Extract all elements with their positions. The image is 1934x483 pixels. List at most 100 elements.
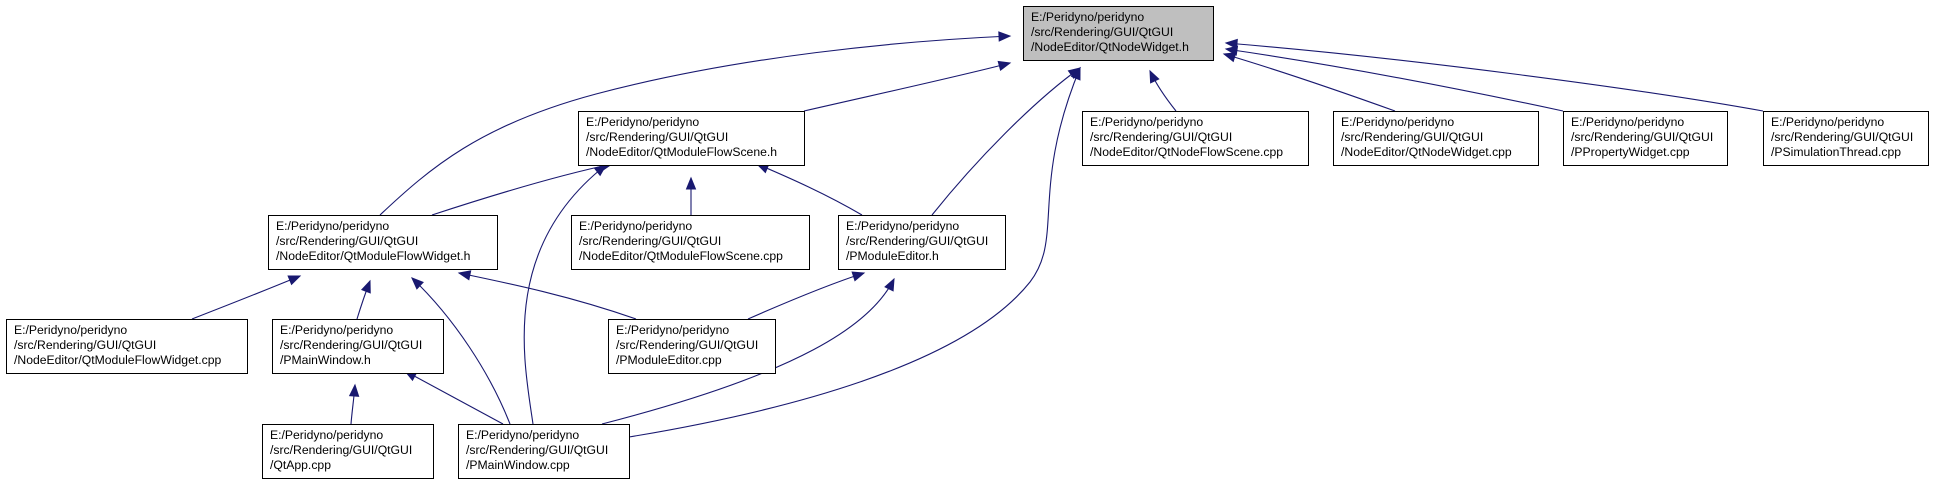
arrowhead [411, 277, 424, 290]
edge-line [1225, 42, 1764, 112]
edge-qtmoduleflowscene_h-to-qtnodewidget_h [803, 60, 1012, 112]
arrowhead [1224, 45, 1239, 56]
arrowhead [1149, 69, 1160, 84]
node-qtmoduleflowscene-cpp[interactable]: E:/Peridyno/peridyno/src/Rendering/GUI/Q… [571, 215, 810, 270]
node-label-line: /QtApp.cpp [270, 458, 331, 472]
node-qtnodewidget-cpp[interactable]: E:/Peridyno/peridyno/src/Rendering/GUI/Q… [1333, 111, 1539, 166]
node-label-line: E:/Peridyno/peridyno [1090, 115, 1203, 129]
node-pmoduleeditor-cpp[interactable]: E:/Peridyno/peridyno/src/Rendering/GUI/Q… [608, 319, 776, 374]
node-qtmoduleflowwidget-h[interactable]: E:/Peridyno/peridyno/src/Rendering/GUI/Q… [268, 215, 498, 270]
node-label-line: /PModuleEditor.h [846, 249, 939, 263]
edge-pmoduleeditor_cpp-to-pmoduleeditor_h [747, 271, 866, 320]
edge-line [404, 370, 504, 425]
node-label-line: E:/Peridyno/peridyno [846, 219, 959, 233]
edge-line [458, 272, 637, 320]
node-qtmoduleflowscene-h[interactable]: E:/Peridyno/peridyno/src/Rendering/GUI/Q… [578, 111, 805, 166]
arrowhead [1070, 66, 1081, 81]
node-label-line: /NodeEditor/QtModuleFlowWidget.cpp [14, 353, 222, 367]
node-label-line: E:/Peridyno/peridyno [616, 323, 729, 337]
node-box [838, 215, 1006, 270]
node-box [571, 215, 810, 270]
node-label-line: /src/Rendering/GUI/QtGUI [1341, 130, 1483, 144]
node-psimulationthread-cpp[interactable]: E:/Peridyno/peridyno/src/Rendering/GUI/Q… [1763, 111, 1929, 166]
node-label-line: /NodeEditor/QtNodeWidget.h [1031, 40, 1189, 54]
node-ppropertywidget-cpp[interactable]: E:/Peridyno/peridyno/src/Rendering/GUI/Q… [1563, 111, 1728, 166]
edge-psimulationthread_cpp-to-qtnodewidget_h [1224, 38, 1764, 112]
node-label-line: /src/Rendering/GUI/QtGUI [270, 443, 412, 457]
node-box [1082, 111, 1309, 166]
node-qtapp-cpp[interactable]: E:/Peridyno/peridyno/src/Rendering/GUI/Q… [262, 424, 434, 479]
edge-qtmoduleflowwidget_h-to-qtmoduleflowscene_h [431, 161, 614, 216]
edge-qtnodewidget_cpp-to-qtnodewidget_h [1222, 52, 1396, 112]
node-box [272, 319, 444, 374]
node-box [578, 111, 805, 166]
node-label-line: /NodeEditor/QtNodeWidget.cpp [1341, 145, 1512, 159]
node-label-line: /PModuleEditor.cpp [616, 353, 722, 367]
node-label-line: /NodeEditor/QtModuleFlowWidget.h [276, 249, 470, 263]
node-label-line: /NodeEditor/QtModuleFlowScene.cpp [579, 249, 783, 263]
node-label-line: E:/Peridyno/peridyno [276, 219, 389, 233]
node-box [262, 424, 434, 479]
edge-line [756, 163, 863, 216]
edge-pmainwindow_cpp-to-qtmoduleflowwidget_h [411, 277, 511, 425]
edge-pmainwindow_cpp-to-pmoduleeditor_h [601, 277, 895, 425]
node-label-line: /src/Rendering/GUI/QtGUI [616, 338, 758, 352]
node-box [268, 215, 498, 270]
edge-line [931, 67, 1081, 216]
node-label-line: /src/Rendering/GUI/QtGUI [846, 234, 988, 248]
node-label-line: E:/Peridyno/peridyno [1571, 115, 1684, 129]
edge-pmainwindow_h-to-qtmoduleflowwidget_h [356, 279, 371, 320]
node-label-line: /src/Rendering/GUI/QtGUI [276, 234, 418, 248]
edge-line [601, 278, 895, 425]
node-label-line: /src/Rendering/GUI/QtGUI [280, 338, 422, 352]
node-label-line: /NodeEditor/QtModuleFlowScene.h [586, 145, 777, 159]
edge-pmainwindow_cpp-to-qtnodewidget_h [628, 66, 1081, 438]
node-box [6, 319, 248, 374]
arrowhead [997, 60, 1012, 72]
node-label-line: E:/Peridyno/peridyno [1341, 115, 1454, 129]
arrowhead [685, 176, 697, 190]
edge-line [411, 277, 511, 425]
edge-line [379, 35, 1011, 216]
edge-line [1225, 48, 1564, 112]
node-label-line: E:/Peridyno/peridyno [270, 428, 383, 442]
edges-layer [191, 31, 1764, 438]
edge-line [747, 272, 865, 320]
node-box [1333, 111, 1539, 166]
nodes-layer: E:/Peridyno/peridyno/src/Rendering/GUI/Q… [6, 6, 1929, 479]
node-label-line: /PSimulationThread.cpp [1771, 145, 1901, 159]
node-box [458, 424, 630, 479]
node-label-line: E:/Peridyno/peridyno [280, 323, 393, 337]
node-box [608, 319, 776, 374]
node-pmainwindow-h[interactable]: E:/Peridyno/peridyno/src/Rendering/GUI/Q… [272, 319, 444, 374]
edge-qtnodeflowscene_cpp-to-qtnodewidget_h [1149, 69, 1177, 112]
node-label-line: /PMainWindow.cpp [466, 458, 570, 472]
arrowhead [884, 277, 895, 292]
node-label-line: E:/Peridyno/peridyno [466, 428, 579, 442]
edge-line [523, 164, 607, 425]
edge-qtmoduleflowscene_cpp-to-qtmoduleflowscene_h [685, 176, 697, 215]
node-pmainwindow-cpp[interactable]: E:/Peridyno/peridyno/src/Rendering/GUI/Q… [458, 424, 630, 479]
node-label-line: /src/Rendering/GUI/QtGUI [1090, 130, 1232, 144]
arrowhead [287, 275, 302, 286]
arrowhead [457, 270, 472, 281]
node-label-line: /NodeEditor/QtNodeFlowScene.cpp [1090, 145, 1283, 159]
arrowhead [360, 279, 371, 294]
arrowhead [348, 383, 360, 397]
node-qtnodeflowscene-cpp[interactable]: E:/Peridyno/peridyno/src/Rendering/GUI/Q… [1082, 111, 1309, 166]
node-qtmoduleflowwidget-cpp[interactable]: E:/Peridyno/peridyno/src/Rendering/GUI/Q… [6, 319, 248, 374]
edge-qtapp_cpp-to-pmainwindow_h [348, 383, 360, 425]
edge-ppropertywidget_cpp-to-qtnodewidget_h [1224, 45, 1564, 112]
node-box [1023, 6, 1214, 61]
edge-line [191, 275, 301, 320]
arrowhead [851, 271, 866, 282]
edge-line [431, 163, 613, 216]
edge-pmoduleeditor_h-to-qtmoduleflowscene_h [755, 163, 863, 216]
arrowhead [593, 164, 608, 177]
node-pmoduleeditor-h[interactable]: E:/Peridyno/peridyno/src/Rendering/GUI/Q… [838, 215, 1006, 270]
node-box [1563, 111, 1728, 166]
node-label-line: E:/Peridyno/peridyno [14, 323, 127, 337]
node-qtnodewidget-h[interactable]: E:/Peridyno/peridyno/src/Rendering/GUI/Q… [1023, 6, 1214, 61]
edge-pmoduleeditor_cpp-to-qtmoduleflowwidget_h [457, 270, 637, 320]
